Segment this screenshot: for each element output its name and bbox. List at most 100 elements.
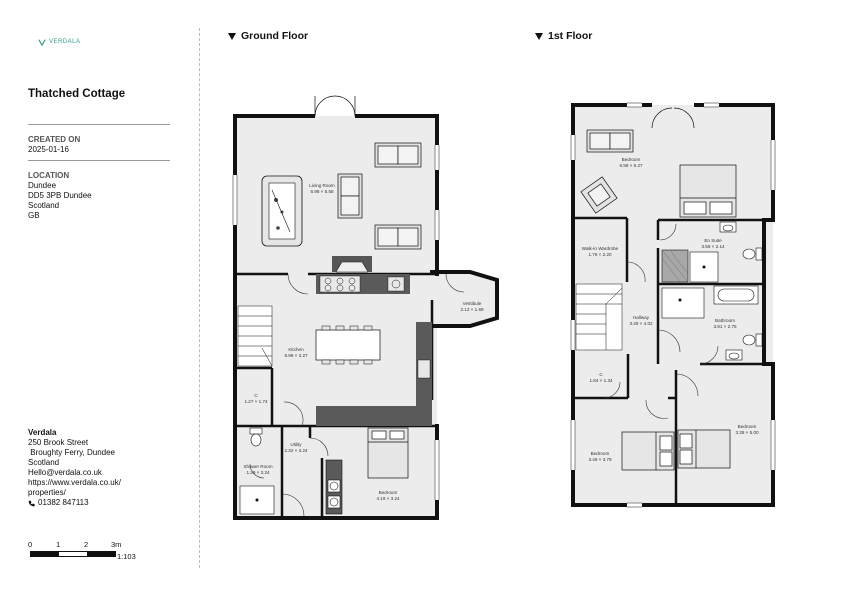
room-dims-bedroom: 4.19 × 3.24 xyxy=(376,496,400,501)
agent-website[interactable]: https://www.verdala.co.uk/ xyxy=(28,478,121,487)
sofa xyxy=(586,129,634,153)
brand-logo: VERDALA xyxy=(38,38,81,46)
room-name-master: Bedroom xyxy=(622,157,641,162)
room-dims-vestibule: 2.12 × 1.69 xyxy=(460,307,484,312)
ground-floor-plan: Living Room 6.98 × 5.58 Kitchen 6.98 × 3… xyxy=(232,95,499,520)
sidebar: VERDALA Thatched Cottage CREATED ON 2025… xyxy=(0,0,200,595)
property-title: Thatched Cottage xyxy=(28,88,126,100)
agent-email[interactable]: Hello@verdala.co.uk xyxy=(28,468,102,477)
scale-segment xyxy=(31,552,59,556)
basin xyxy=(719,221,737,233)
vestibule-area xyxy=(432,272,497,326)
divider xyxy=(28,160,170,161)
bathtub xyxy=(713,285,759,305)
created-date: 2025-01-16 xyxy=(28,145,69,154)
room-name-vestibule: Vestibule xyxy=(463,301,482,306)
room-name-shower: Shower Room xyxy=(243,464,272,469)
scale-tick: 2 xyxy=(84,540,89,549)
scale-segment xyxy=(59,552,87,556)
leaf-icon xyxy=(38,39,46,46)
location-line: DD5 3PB Dundee xyxy=(28,191,92,200)
room-dims-wardrobe: 1.76 × 2.20 xyxy=(588,252,612,257)
location-line: Scotland xyxy=(28,201,60,210)
agent-details: 250 Brook Street Broughty Ferry, Dundee … xyxy=(28,438,121,508)
agent-address-line: Scotland xyxy=(28,458,60,467)
bed xyxy=(367,427,409,479)
scale-bar-graphic xyxy=(30,551,116,557)
room-dims-bedroom-left: 3.49 × 3.79 xyxy=(588,457,612,462)
armchair xyxy=(580,176,618,214)
room-name-bedroom: Bedroom xyxy=(379,490,398,495)
room-dims-kitchen: 6.98 × 3.27 xyxy=(284,353,308,358)
scale-tick: 0 xyxy=(28,540,33,549)
room-dims-bathroom: 3.91 × 2.75 xyxy=(713,324,737,329)
agent-address-line: Broughty Ferry, Dundee xyxy=(28,448,116,457)
location-address: Dundee DD5 3PB Dundee Scotland GB xyxy=(28,181,92,221)
room-name-bedroom-left: Bedroom xyxy=(591,451,610,456)
toilet xyxy=(249,427,263,447)
room-labels: Living Room 6.98 × 5.58 Kitchen 6.98 × 3… xyxy=(243,183,484,501)
room-name-wardrobe: Walk-in Wardrobe xyxy=(582,246,619,251)
sidebar-divider xyxy=(199,28,200,568)
window xyxy=(232,145,440,500)
staircase xyxy=(237,305,273,367)
bed xyxy=(677,429,731,469)
agent-phone: 01382 847113 xyxy=(38,498,89,507)
room-dims-shower: 1.29 × 3.24 xyxy=(246,470,270,475)
first-floor-label: 1st Floor xyxy=(548,30,593,42)
room-labels: Bedroom 6.98 × 6.27 Walk-in Wardrobe 1.7… xyxy=(582,157,759,462)
room-name-cupboard: C xyxy=(599,372,603,377)
bed xyxy=(679,164,737,218)
shower-tray xyxy=(239,485,275,515)
ground-floor-title: Ground Floor xyxy=(228,30,308,42)
kitchen-counter xyxy=(316,274,410,294)
sink xyxy=(417,359,431,379)
toilet xyxy=(742,247,763,261)
room-dims-ensuite: 3.59 × 2.14 xyxy=(701,244,725,249)
room-dims-living: 6.98 × 5.58 xyxy=(310,189,334,194)
room-dims-bedroom-right: 3.38 × 5.00 xyxy=(735,430,759,435)
room-name-utility: Utility xyxy=(290,442,302,447)
kitchen-counter xyxy=(316,406,432,426)
room-name-hallway: Hallway xyxy=(633,315,650,320)
room-name-ensuite: En Suite xyxy=(704,238,722,243)
room-dims-cupboard: 1.27 × 1.74 xyxy=(244,399,268,404)
scale-ratio: 1:103 xyxy=(117,552,136,561)
location-label: LOCATION xyxy=(28,171,70,180)
dining-table xyxy=(315,325,381,365)
agent-phone-row[interactable]: 01382 847113 xyxy=(28,498,121,508)
toilet xyxy=(742,333,763,347)
triangle-down-icon xyxy=(228,32,236,40)
shower-tray xyxy=(661,287,705,319)
scale-segment xyxy=(87,552,115,556)
room-name-living: Living Room xyxy=(309,183,335,188)
logo-text: VERDALA xyxy=(49,39,81,45)
room-name-bedroom-right: Bedroom xyxy=(738,424,757,429)
scale-tick: 3m xyxy=(111,540,122,549)
room-name-kitchen: Kitchen xyxy=(288,347,304,352)
divider xyxy=(28,124,170,125)
basin xyxy=(725,349,743,361)
scale-bar: 0 1 2 3m 1:103 xyxy=(28,540,148,570)
staircase xyxy=(575,283,623,351)
pool-table xyxy=(261,175,303,247)
sofa xyxy=(337,142,422,250)
phone-icon xyxy=(28,500,35,506)
created-label: CREATED ON xyxy=(28,135,81,144)
bed xyxy=(621,431,675,471)
scale-tick: 1 xyxy=(56,540,61,549)
room-dims-utility: 2.32 × 3.24 xyxy=(284,448,308,453)
fireplace xyxy=(332,256,372,273)
door-swing xyxy=(249,273,465,517)
ground-floor-label: Ground Floor xyxy=(241,30,309,42)
agent-website-path[interactable]: properties/ xyxy=(28,488,66,497)
triangle-down-icon xyxy=(535,32,543,40)
room-name-cupboard: C xyxy=(254,393,258,398)
agent-name: Verdala xyxy=(28,428,57,437)
first-floor-title: 1st Floor xyxy=(535,30,592,42)
room-name-bathroom: Bathroom xyxy=(715,318,735,323)
location-line: Dundee xyxy=(28,181,57,190)
location-line: GB xyxy=(28,211,40,220)
washing-machine xyxy=(325,459,343,515)
